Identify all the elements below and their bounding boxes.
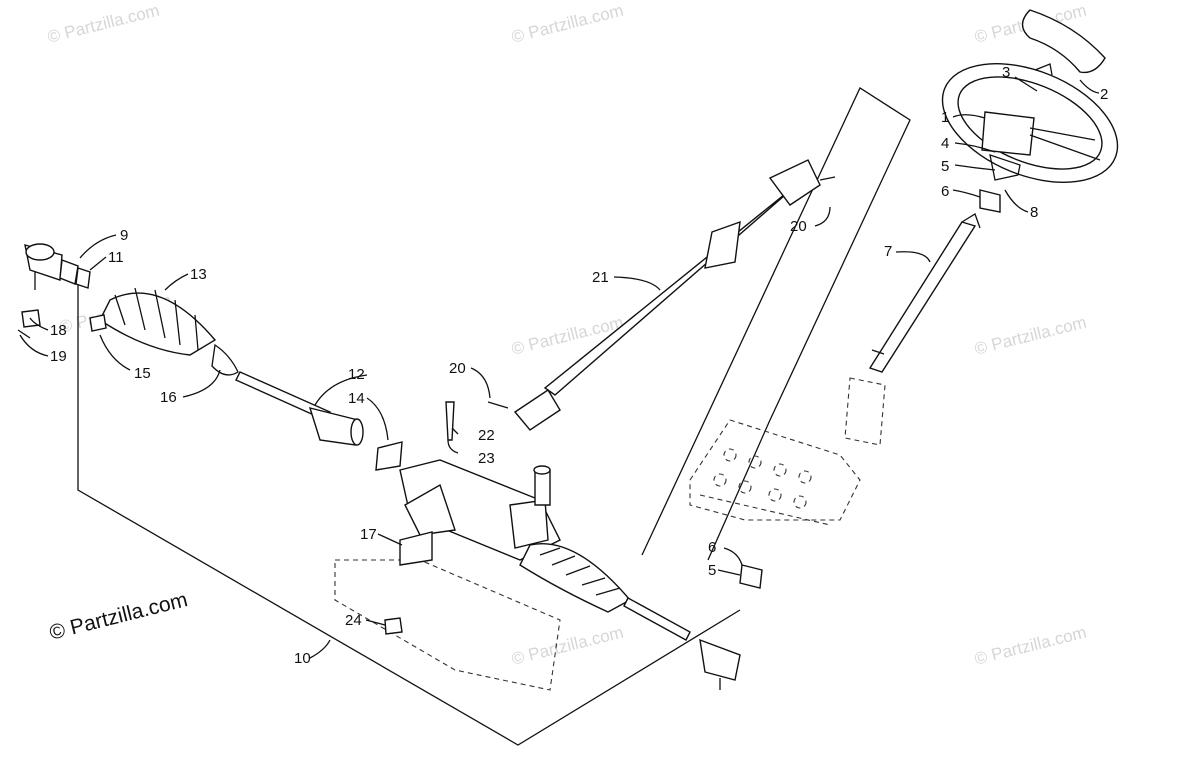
left-inner-tie-rod: [235, 371, 403, 471]
callout-21: 21: [592, 269, 609, 286]
leader-line: [814, 206, 831, 227]
callout-8: 8: [1030, 204, 1039, 221]
left-boot: [99, 287, 217, 356]
callout-20: 20: [449, 360, 466, 377]
leader-line: [89, 256, 107, 271]
callout-7: 7: [884, 243, 893, 260]
right-boot: [519, 543, 632, 613]
callout-18: 18: [50, 322, 67, 339]
leader-line: [366, 397, 389, 441]
leader-line: [79, 234, 117, 259]
leader-line: [309, 639, 331, 659]
callout-23: 23: [478, 450, 495, 467]
leader-line: [613, 276, 661, 291]
leader-line: [723, 547, 743, 566]
callout-2: 2: [1100, 86, 1109, 103]
callout-20: 20: [790, 218, 807, 235]
callout-14: 14: [348, 390, 365, 407]
callout-15: 15: [134, 365, 151, 382]
callout-5: 5: [708, 562, 717, 579]
callout-10: 10: [294, 650, 311, 667]
rack-group-outline: [77, 280, 741, 746]
leader-line: [470, 367, 491, 399]
small-clamp: [89, 314, 107, 332]
callout-3: 3: [1002, 64, 1011, 81]
callout-6: 6: [708, 539, 717, 556]
callout-5: 5: [941, 158, 950, 175]
leader-line: [19, 334, 49, 357]
leader-line: [182, 369, 221, 398]
callout-22: 22: [478, 427, 495, 444]
callout-13: 13: [190, 266, 207, 283]
right-tie-rod: [623, 597, 741, 690]
boot-clamp: [211, 343, 239, 376]
horn-pad: [1021, 9, 1106, 76]
rack-housing: [399, 459, 561, 561]
steering-column-shaft: [868, 213, 981, 373]
mount-nut: [384, 617, 403, 635]
callout-9: 9: [120, 227, 129, 244]
steering-wheel: [941, 63, 1119, 183]
floor-plate: [334, 559, 561, 691]
leader-line: [952, 114, 986, 119]
bracket-bolt: [445, 401, 455, 441]
leader-line: [895, 251, 931, 263]
lower-bushing: [739, 564, 763, 589]
leader-line: [1079, 79, 1100, 94]
leader-line: [954, 142, 996, 153]
hub-spacer: [989, 154, 1021, 181]
intermediate-shaft: [487, 159, 836, 431]
column-mount-bracket: [689, 377, 886, 526]
leader-line: [1014, 76, 1038, 92]
leader-line: [447, 439, 459, 454]
leader-line: [717, 569, 741, 576]
leader-line: [952, 189, 981, 198]
leader-line: [954, 164, 996, 171]
callout-1: 1: [941, 109, 950, 126]
callout-6: 6: [941, 183, 950, 200]
leader-line: [314, 374, 368, 406]
leader-line: [99, 334, 131, 371]
leader-line: [1004, 189, 1029, 213]
mount-bushing: [399, 531, 433, 566]
leader-line: [365, 619, 386, 626]
callout-12: 12: [348, 366, 365, 383]
leader-line: [29, 317, 49, 331]
leader-line: [377, 533, 403, 546]
callout-19: 19: [50, 348, 67, 365]
hub-nut: [979, 189, 1001, 213]
callout-4: 4: [941, 135, 950, 152]
callout-16: 16: [160, 389, 177, 406]
callout-24: 24: [345, 612, 362, 629]
leader-line: [164, 273, 189, 291]
callout-11: 11: [108, 249, 124, 266]
leader-line: [451, 427, 459, 435]
column-group-outline: [641, 87, 911, 561]
callout-17: 17: [360, 526, 377, 543]
